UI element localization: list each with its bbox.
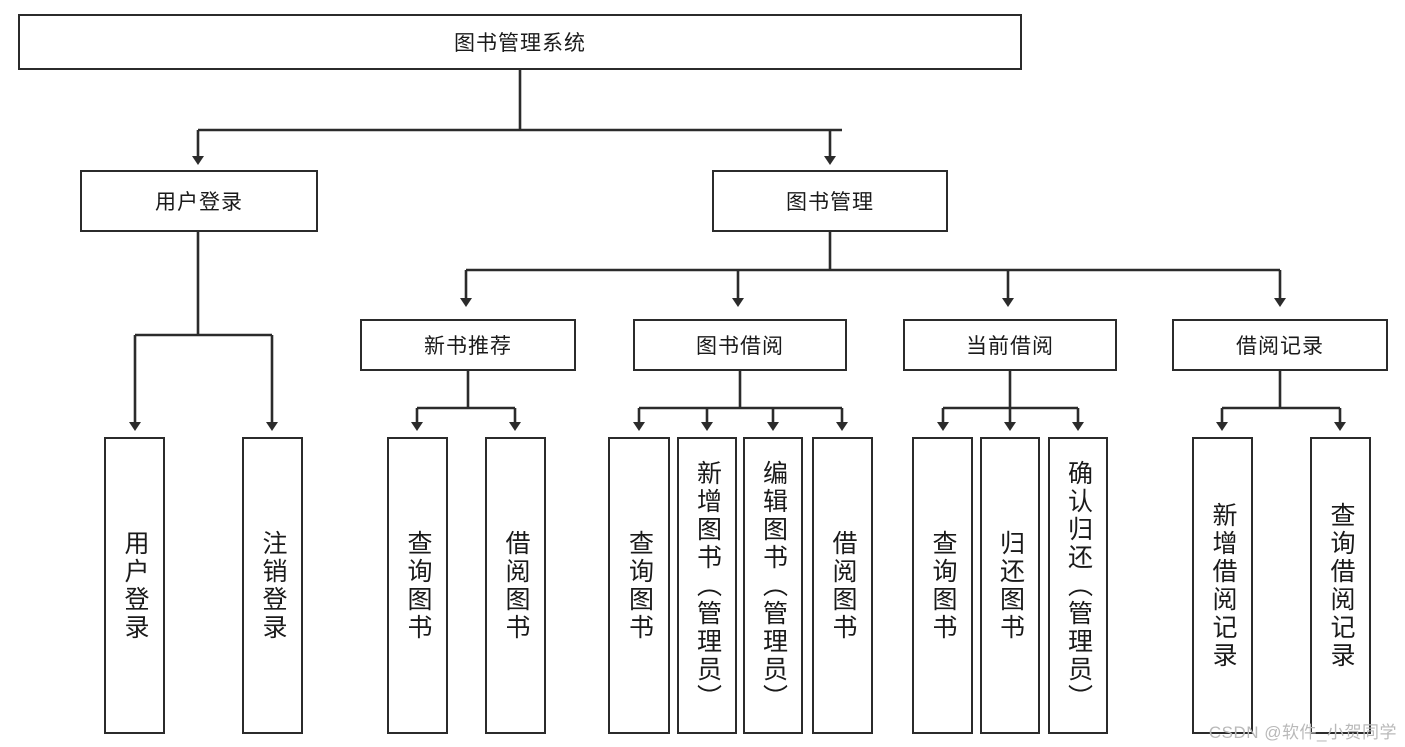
node-user-login[interactable]: 用户登录 — [80, 170, 318, 232]
node-label: 新增图书（管理员） — [693, 459, 722, 712]
node-label: 当前借阅 — [966, 335, 1054, 358]
leaf-borrow-query-book[interactable]: 查询图书 — [608, 437, 670, 734]
leaf-borrow-edit-book-admin[interactable]: 编辑图书（管理员） — [743, 437, 803, 734]
leaf-current-query-book[interactable]: 查询图书 — [912, 437, 973, 734]
node-label: 新书推荐 — [424, 335, 512, 358]
node-book-borrow[interactable]: 图书借阅 — [633, 319, 847, 371]
leaf-record-query-borrow-record[interactable]: 查询借阅记录 — [1310, 437, 1371, 734]
node-label: 确认归还（管理员） — [1064, 459, 1093, 712]
leaf-borrow-add-book-admin[interactable]: 新增图书（管理员） — [677, 437, 737, 734]
node-label: 借阅记录 — [1236, 335, 1324, 358]
node-label: 查询图书 — [625, 529, 654, 642]
node-label: 新增借阅记录 — [1209, 501, 1237, 670]
leaf-record-add-borrow-record[interactable]: 新增借阅记录 — [1192, 437, 1253, 734]
node-label: 编辑图书（管理员） — [759, 459, 788, 712]
node-label: 图书借阅 — [696, 335, 784, 358]
node-label: 图书管理系统 — [454, 32, 586, 55]
watermark: CSDN @软件_小贺同学 — [1208, 723, 1397, 742]
node-book-management[interactable]: 图书管理 — [712, 170, 948, 232]
leaf-user-login-login[interactable]: 用户登录 — [104, 437, 165, 734]
leaf-current-return-book[interactable]: 归还图书 — [980, 437, 1040, 734]
node-borrow-record[interactable]: 借阅记录 — [1172, 319, 1388, 371]
node-root-book-management-system[interactable]: 图书管理系统 — [18, 14, 1022, 70]
node-label: 借阅图书 — [502, 529, 530, 642]
leaf-new-book-borrow[interactable]: 借阅图书 — [485, 437, 546, 734]
node-label: 用户登录 — [121, 529, 149, 642]
node-label: 借阅图书 — [829, 529, 857, 642]
node-label: 用户登录 — [155, 191, 243, 214]
node-label: 查询图书 — [929, 529, 957, 642]
leaf-borrow-borrow-book[interactable]: 借阅图书 — [812, 437, 873, 734]
node-label: 注销登录 — [259, 529, 287, 642]
node-new-book-recommend[interactable]: 新书推荐 — [360, 319, 576, 371]
node-label: 查询借阅记录 — [1327, 501, 1355, 670]
node-label: 查询图书 — [404, 529, 432, 642]
node-label: 归还图书 — [996, 529, 1025, 642]
leaf-user-login-logout[interactable]: 注销登录 — [242, 437, 303, 734]
node-label: 图书管理 — [786, 191, 874, 214]
leaf-new-book-query[interactable]: 查询图书 — [387, 437, 448, 734]
node-current-borrow[interactable]: 当前借阅 — [903, 319, 1117, 371]
leaf-current-confirm-return-admin[interactable]: 确认归还（管理员） — [1048, 437, 1108, 734]
